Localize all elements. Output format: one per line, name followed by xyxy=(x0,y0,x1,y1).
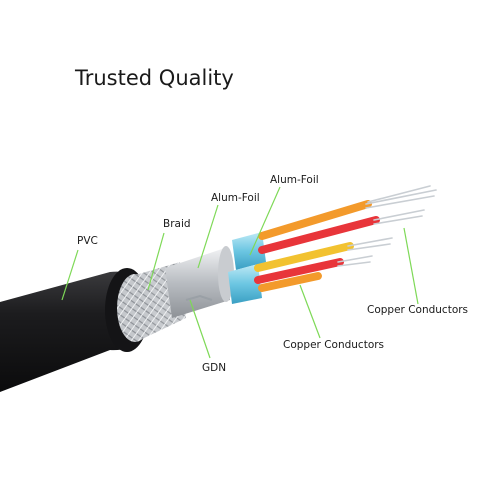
copper-strands xyxy=(337,185,437,267)
insulated-wires xyxy=(254,200,380,292)
page-title: Trusted Quality xyxy=(75,66,234,90)
leader-copper-1 xyxy=(299,284,321,339)
pair-foil-1 xyxy=(232,232,266,270)
leader-alum-foil-2 xyxy=(249,186,281,256)
label-alum-foil-1: Alum-Foil xyxy=(211,192,260,204)
leader-copper-2 xyxy=(403,227,419,305)
leader-gdn xyxy=(189,299,211,359)
alum-foil-outer xyxy=(165,248,230,318)
label-copper-conductors-1: Copper Conductors xyxy=(283,339,385,351)
drain-wire xyxy=(185,294,213,301)
label-gdn: GDN xyxy=(202,362,227,374)
pair-foil-2 xyxy=(228,264,262,304)
label-alum-foil-2: Alum-Foil xyxy=(270,174,319,186)
leader-alum-foil-1 xyxy=(197,204,219,269)
label-copper-conductors-2: Copper Conductors xyxy=(367,304,469,316)
label-pvc: PVC xyxy=(77,235,98,247)
leader-braid xyxy=(147,232,165,291)
label-braid: Braid xyxy=(163,218,191,230)
leader-pvc xyxy=(61,249,79,301)
leader-lines xyxy=(61,186,419,359)
